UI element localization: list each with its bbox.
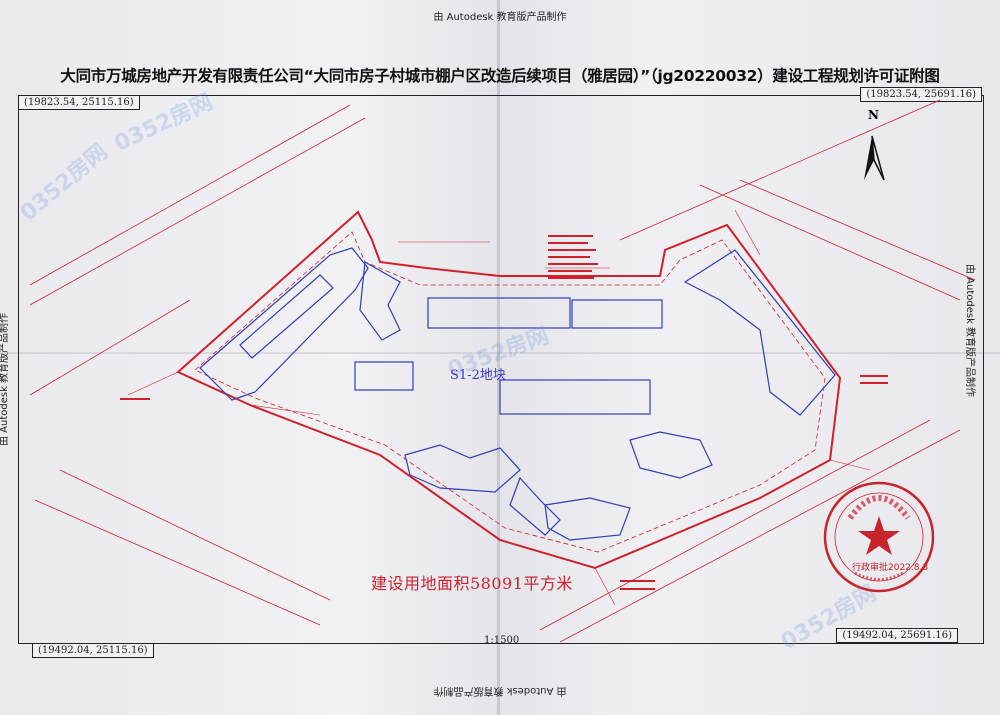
scale-label: 1:1500 — [484, 635, 520, 646]
north-arrow-icon — [864, 135, 885, 181]
building-outlines — [199, 247, 836, 541]
coordinate-top-right: (19823.54, 25691.16) — [860, 87, 982, 102]
site-inner-setback — [194, 231, 826, 553]
paper-fold-vertical — [497, 0, 500, 715]
land-area-label: 建设用地面积58091平方米 — [371, 574, 573, 593]
paper-fold-horizontal — [0, 352, 1000, 354]
approval-seal-stamp — [823, 481, 935, 593]
autodesk-credit-top: 由 Autodesk 教育版产品制作 — [433, 12, 567, 23]
drawing-title: 大同市万城房地产开发有限责任公司“大同市房子村城市棚户区改造后续项目（雅居园）”… — [60, 67, 940, 85]
drawing-frame — [18, 95, 984, 644]
seal-date: 行政审批2022.8.3 — [852, 563, 929, 573]
north-label: N — [868, 108, 879, 122]
dimension-marks — [120, 235, 888, 590]
site-redline-boundary — [176, 210, 842, 570]
coordinate-top-left: (19823.54, 25115.16) — [18, 95, 140, 110]
block-label: S1-2地块 — [450, 368, 506, 383]
dimension-leaders — [127, 209, 871, 606]
coordinate-bottom-left: (19492.04, 25115.16) — [32, 643, 154, 658]
coordinate-bottom-right: (19492.04, 25691.16) — [836, 628, 958, 643]
road-lines — [29, 99, 976, 643]
